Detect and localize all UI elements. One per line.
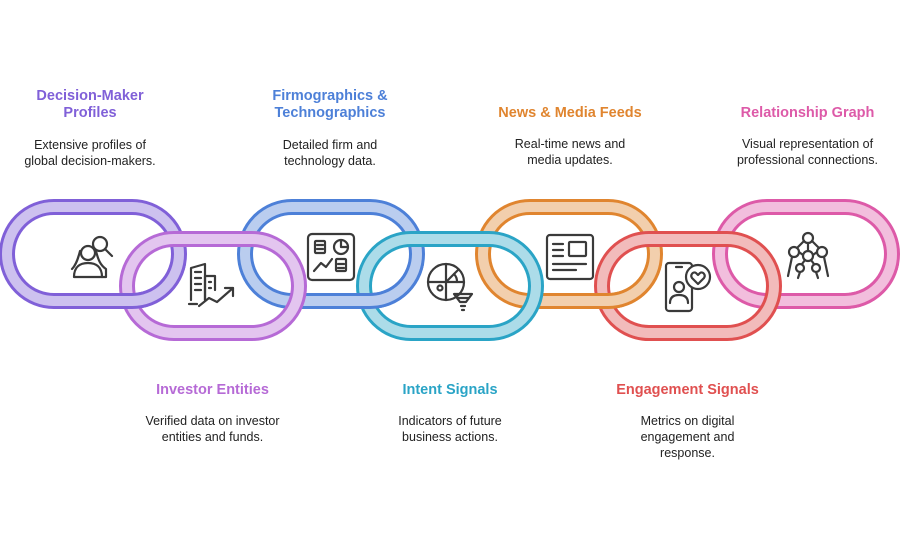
label-investor-entities: Investor Entities Verified data on inves… xyxy=(125,382,300,445)
label-title: Investor Entities xyxy=(156,382,269,398)
network-graph-icon xyxy=(786,231,830,280)
label-description: Real-time news and media updates. xyxy=(514,137,626,167)
label-engagement-signals: Engagement Signals Metrics on digital en… xyxy=(600,382,775,461)
radar-funnel-icon xyxy=(426,262,474,312)
label-title: Decision-Maker Profiles xyxy=(36,88,144,121)
label-description: Indicators of future business actions. xyxy=(398,414,502,444)
label-title: Engagement Signals xyxy=(616,382,759,398)
chain-link-phone-heart xyxy=(594,231,782,341)
label-description: Visual representation of professional co… xyxy=(736,137,879,167)
chain-link-person-search xyxy=(0,199,187,309)
label-decision-maker-profiles: Decision-Maker Profiles Extensive profil… xyxy=(5,88,175,169)
dashboard-icon xyxy=(306,232,356,282)
phone-heart-icon xyxy=(664,261,712,313)
chain-link-building-growth xyxy=(119,231,307,341)
chain-link-news-feed xyxy=(475,199,663,309)
label-intent-signals: Intent Signals Indicators of future busi… xyxy=(365,382,535,445)
news-feed-icon xyxy=(545,233,595,281)
label-relationship-graph: Relationship Graph Visual representation… xyxy=(720,105,895,168)
label-news-media-feeds: News & Media Feeds Real-time news and me… xyxy=(480,105,660,168)
person-search-icon xyxy=(70,235,114,279)
label-title: Firmographics & Technographics xyxy=(272,88,388,121)
label-description: Extensive profiles of global decision-ma… xyxy=(24,138,156,168)
label-description: Verified data on investor entities and f… xyxy=(145,414,280,444)
building-growth-icon xyxy=(187,262,235,308)
label-description: Detailed firm and technology data. xyxy=(282,138,378,168)
chain-link-network-graph xyxy=(712,199,900,309)
label-firmographics-technographics: Firmographics & Technographics Detailed … xyxy=(245,88,415,169)
label-title: News & Media Feeds xyxy=(498,105,642,121)
label-description: Metrics on digital engagement and respon… xyxy=(640,414,735,460)
chain-link-radar-funnel xyxy=(356,231,544,341)
chain-link-dashboard xyxy=(237,199,425,309)
label-title: Relationship Graph xyxy=(740,105,875,121)
label-title: Intent Signals xyxy=(402,382,498,398)
